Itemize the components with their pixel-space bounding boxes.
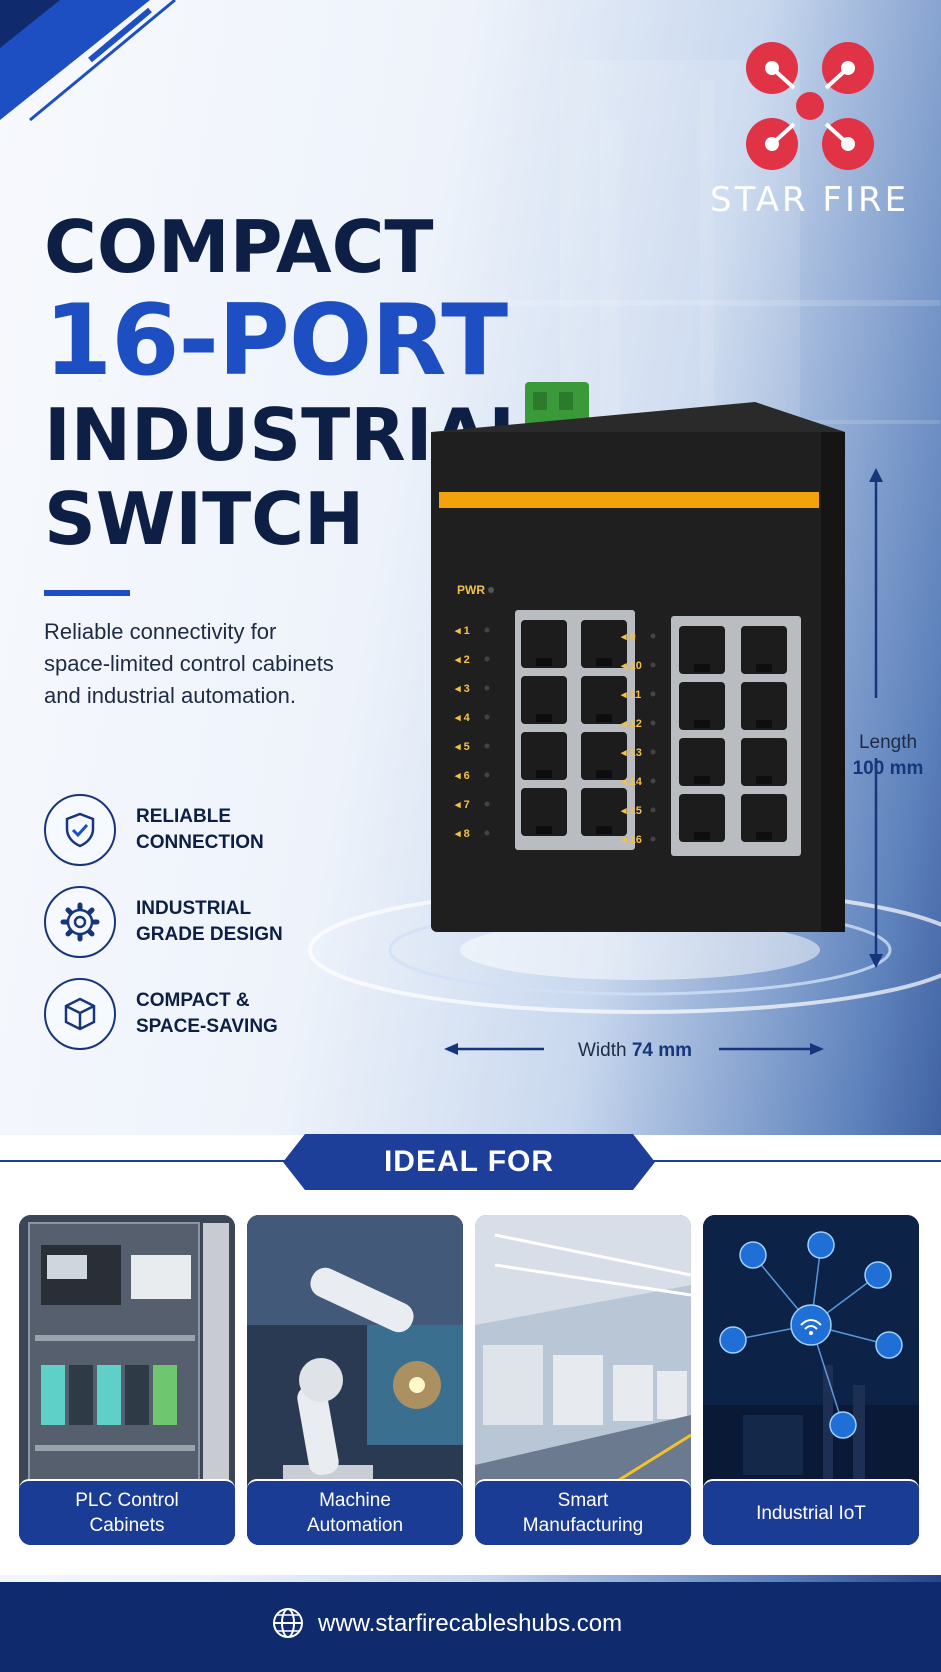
port-number-label: ◂ 8 <box>454 828 470 840</box>
port-led <box>650 633 656 639</box>
port-led <box>484 772 490 778</box>
port-number-label: ◂ 3 <box>454 683 470 695</box>
page-title: COMPACT 16-PORT INDUSTRIAL SWITCH <box>44 205 534 561</box>
port-led <box>484 801 490 807</box>
port-number-label: ◂ 9 <box>620 631 636 643</box>
rj45-port <box>679 626 725 674</box>
port-led <box>650 749 656 755</box>
port-led <box>484 743 490 749</box>
ideal-for-title: IDEAL FOR <box>383 1145 555 1178</box>
rj45-port <box>521 620 567 668</box>
rj45-port <box>581 732 627 780</box>
port-led <box>484 627 490 633</box>
rj45-port <box>741 738 787 786</box>
rj45-port <box>521 732 567 780</box>
port-number-label: ◂ 12 <box>620 718 642 730</box>
rj45-port <box>741 682 787 730</box>
port-number-label: ◂ 13 <box>620 747 642 759</box>
globe-icon <box>273 1608 303 1638</box>
robot-arm-image <box>247 1215 463 1545</box>
length-dimension-arrow <box>869 468 883 968</box>
rj45-port <box>679 794 725 842</box>
website-link[interactable]: www.starfirecableshubs.com <box>318 1610 623 1637</box>
port-number-label: ◂ 14 <box>620 776 643 788</box>
length-dimension-label: Length 100 mm <box>852 732 924 779</box>
port-led <box>650 691 656 697</box>
port-led <box>650 662 656 668</box>
feature-label: COMPACT &SPACE-SAVING <box>136 990 278 1037</box>
port-led <box>650 807 656 813</box>
rj45-port <box>679 682 725 730</box>
port-led <box>484 656 490 662</box>
brand-name: STAR FIRE <box>710 180 910 220</box>
port-led <box>650 836 656 842</box>
rj45-port <box>521 676 567 724</box>
footer <box>0 1582 941 1672</box>
title-line-switch: SWITCH <box>44 477 365 561</box>
switch-product-image: PWR ◂ 1 ◂ 2 ◂ 3 ◂ 4 ◂ 5 ◂ 6 ◂ 7 ◂ 8 ◂ 9 ◂ 10 ◂ 11 ◂… <box>425 382 845 947</box>
port-number-label: ◂ 7 <box>454 799 470 811</box>
rj45-port <box>581 788 627 836</box>
ideal-for-banner <box>283 1134 655 1190</box>
port-number-label: ◂ 11 <box>620 689 641 701</box>
title-line-ports: 16-PORT <box>44 284 508 398</box>
tagline: Reliable connectivity for space-limited … <box>44 619 334 708</box>
rj45-port <box>741 626 787 674</box>
port-number-label: ◂ 6 <box>454 770 470 782</box>
port-number-label: ◂ 1 <box>454 625 470 637</box>
pwr-label: PWR <box>457 583 485 597</box>
rj45-port <box>581 676 627 724</box>
rj45-port <box>741 794 787 842</box>
port-led <box>650 720 656 726</box>
port-number-label: ◂ 16 <box>620 834 642 846</box>
title-line-compact: COMPACT <box>44 205 434 289</box>
rj45-port <box>521 788 567 836</box>
title-divider <box>44 590 130 596</box>
width-dimension-label: Width 74 mm <box>577 1040 693 1061</box>
port-led <box>650 778 656 784</box>
use-case-label: Industrial IoT <box>703 1479 919 1545</box>
feature-item: COMPACT &SPACE-SAVING <box>44 968 374 1060</box>
cube-icon <box>44 978 116 1050</box>
width-dimension-arrow <box>444 1043 824 1055</box>
gear-icon <box>44 886 116 958</box>
port-number-label: ◂ 15 <box>620 805 642 817</box>
orange-stripe <box>439 492 819 508</box>
port-led <box>484 830 490 836</box>
use-case-card-iot: Industrial IoT <box>703 1215 919 1545</box>
star-fire-logo-icon <box>746 42 874 170</box>
rj45-port <box>581 620 627 668</box>
shield-check-icon <box>44 794 116 866</box>
port-led <box>484 685 490 691</box>
port-number-label: ◂ 4 <box>454 712 471 724</box>
port-number-label: ◂ 10 <box>620 660 642 672</box>
brand-logo <box>710 40 910 185</box>
port-led <box>484 714 490 720</box>
port-number-label: ◂ 2 <box>454 654 470 666</box>
rj45-port <box>679 738 725 786</box>
port-number-label: ◂ 5 <box>454 741 470 753</box>
